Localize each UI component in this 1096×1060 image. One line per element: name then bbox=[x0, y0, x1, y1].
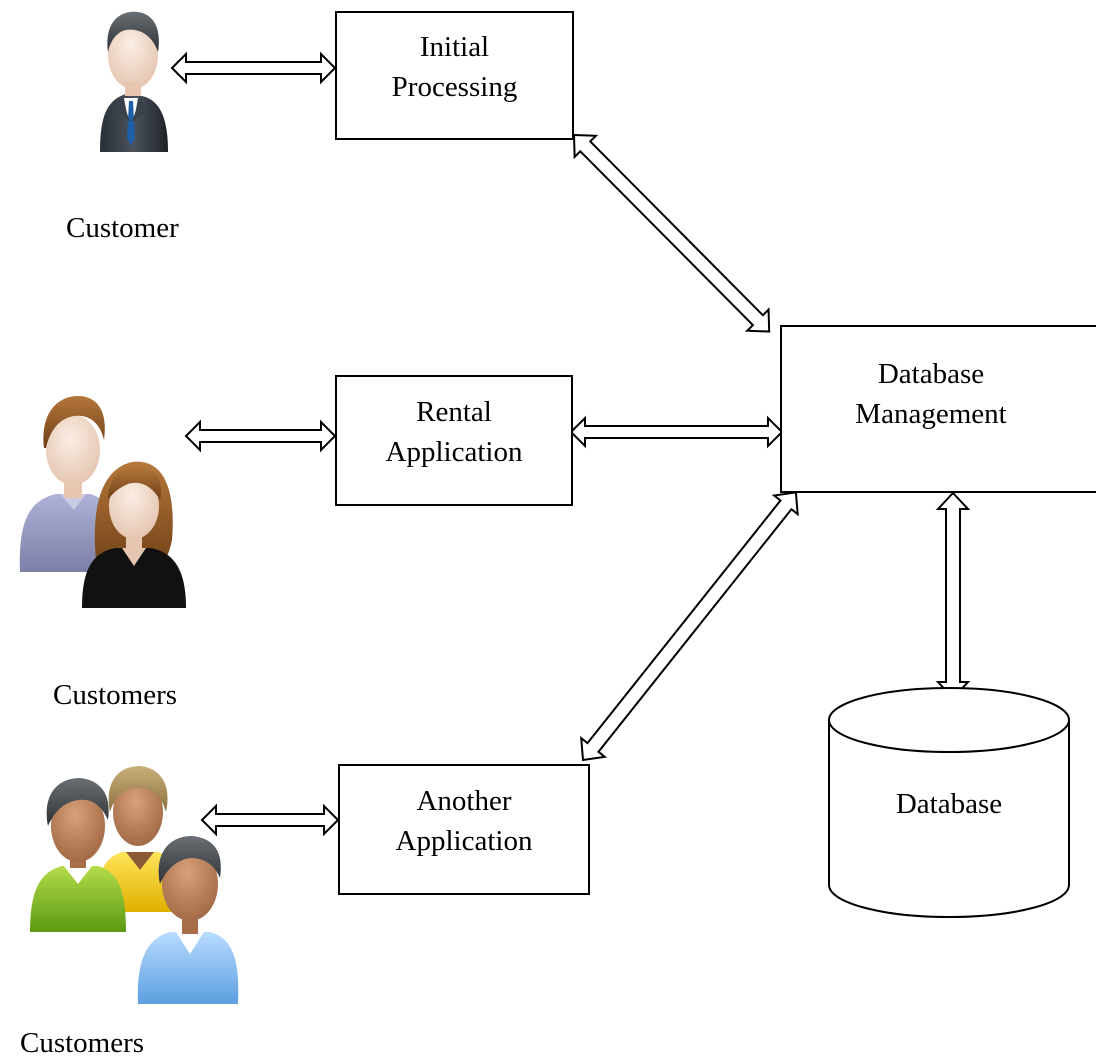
arrow-another-dbm bbox=[580, 491, 799, 762]
another-application-box: Another Application bbox=[338, 764, 590, 895]
database-label: Database bbox=[895, 788, 1003, 820]
rental-application-line1: Rental bbox=[416, 395, 492, 428]
arrow-customer-initial bbox=[170, 51, 337, 85]
database-management-line1: Database bbox=[877, 358, 985, 390]
arrow-customers-another bbox=[200, 803, 340, 837]
customer-label: Customer bbox=[66, 212, 179, 244]
database-cylinder bbox=[828, 687, 1070, 918]
database-management-line2: Management bbox=[855, 398, 1007, 430]
arrow-initial-dbm bbox=[572, 133, 771, 333]
three-users-group-icon bbox=[30, 766, 239, 1004]
initial-processing-line1: Initial bbox=[419, 30, 490, 63]
man-woman-users-icon bbox=[19, 396, 186, 608]
database-management-box: Database Management bbox=[780, 325, 1096, 493]
another-application-line2: Application bbox=[395, 824, 533, 857]
arrow-customers-rental bbox=[184, 419, 337, 453]
another-application-line1: Another bbox=[416, 784, 512, 817]
customers-label-group: Customers bbox=[20, 1027, 145, 1059]
arrow-dbm-database bbox=[935, 491, 971, 700]
businessman-icon bbox=[100, 11, 168, 152]
rental-application-line2: Application bbox=[385, 435, 523, 468]
initial-processing-box: Initial Processing bbox=[335, 11, 574, 140]
initial-processing-line2: Processing bbox=[391, 70, 518, 103]
arrow-rental-dbm bbox=[569, 415, 784, 449]
rental-application-box: Rental Application bbox=[335, 375, 573, 506]
customers-label-pair: Customers bbox=[53, 679, 178, 711]
